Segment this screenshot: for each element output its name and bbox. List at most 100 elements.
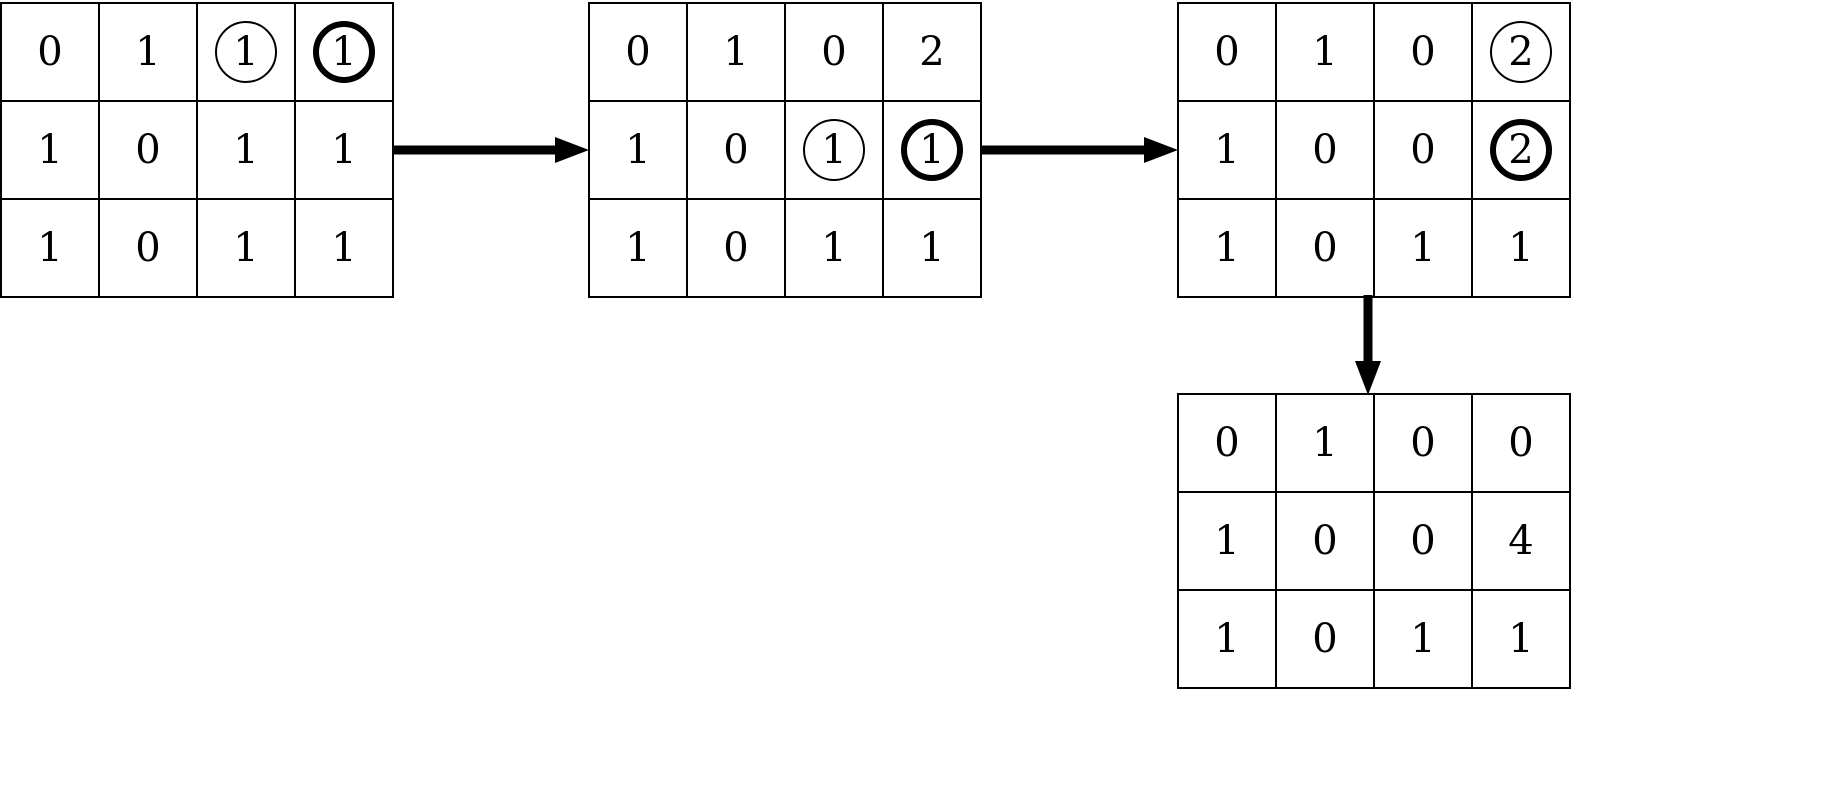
cell-value: 1 <box>1214 518 1240 564</box>
cell-r3c1: 1 <box>588 198 688 298</box>
table-row: 0 1 0 0 <box>1177 393 1571 493</box>
matrix-step-4-body: 0 1 0 0 1 0 0 4 1 0 1 1 <box>1177 393 1571 689</box>
cell-value: 0 <box>37 29 63 75</box>
cell-r2c3: 0 <box>1373 491 1473 591</box>
cell-r2c3: 1 <box>784 100 884 200</box>
matrix-step-2-body: 0 1 0 2 1 0 1 1 1 0 1 1 <box>588 2 982 298</box>
cell-r3c3: 1 <box>1373 198 1473 298</box>
table-row: 1 0 1 1 <box>1177 198 1571 298</box>
cell-value: 1 <box>1214 225 1240 271</box>
cell-r3c4: 1 <box>294 198 394 298</box>
table-row: 0 1 0 2 <box>588 2 982 102</box>
thin-circle-icon: 1 <box>803 119 865 181</box>
table-row: 1 0 1 1 <box>1177 589 1571 689</box>
cell-value: 1 <box>1214 127 1240 173</box>
thin-circle-icon: 1 <box>215 21 277 83</box>
cell-r3c2: 0 <box>1275 198 1375 298</box>
cell-value: 1 <box>625 225 651 271</box>
bold-circle-icon: 1 <box>313 21 375 83</box>
cell-value: 0 <box>1410 420 1436 466</box>
cell-value: 0 <box>1312 225 1338 271</box>
cell-value: 0 <box>1410 518 1436 564</box>
cell-r3c2: 0 <box>686 198 786 298</box>
cell-r2c1: 1 <box>1177 100 1277 200</box>
table-row: 1 0 0 2 <box>1177 100 1571 200</box>
cell-r2c2: 0 <box>1275 491 1375 591</box>
arrow-step3-to-step4 <box>1355 295 1381 395</box>
cell-value: 1 <box>233 127 259 173</box>
bold-circle-icon: 2 <box>1490 119 1552 181</box>
cell-value: 1 <box>1508 225 1534 271</box>
cell-value: 0 <box>821 29 847 75</box>
cell-r2c1: 1 <box>1177 491 1277 591</box>
cell-r1c2: 1 <box>1275 2 1375 102</box>
cell-r3c2: 0 <box>98 198 198 298</box>
table-row: 0 1 1 1 <box>0 2 394 102</box>
cell-value: 1 <box>821 127 847 173</box>
table-row: 1 0 1 1 <box>588 198 982 298</box>
cell-r3c3: 1 <box>196 198 296 298</box>
cell-value: 1 <box>1312 29 1338 75</box>
cell-r2c4: 2 <box>1471 100 1571 200</box>
matrix-step-2: 0 1 0 2 1 0 1 1 1 0 1 1 <box>588 2 982 298</box>
cell-value: 4 <box>1508 518 1534 564</box>
table-row: 0 1 0 2 <box>1177 2 1571 102</box>
cell-value: 1 <box>37 127 63 173</box>
table-row: 1 0 1 1 <box>588 100 982 200</box>
cell-value: 1 <box>135 29 161 75</box>
cell-value: 0 <box>1312 127 1338 173</box>
cell-r1c1: 0 <box>1177 2 1277 102</box>
cell-value: 1 <box>919 225 945 271</box>
cell-r2c1: 1 <box>0 100 100 200</box>
cell-r3c3: 1 <box>784 198 884 298</box>
cell-value: 1 <box>723 29 749 75</box>
cell-r2c2: 0 <box>686 100 786 200</box>
bold-circle-icon: 1 <box>901 119 963 181</box>
cell-r2c3: 1 <box>196 100 296 200</box>
table-row: 1 0 1 1 <box>0 198 394 298</box>
arrow-step1-to-step2 <box>393 137 589 163</box>
cell-value: 1 <box>233 29 259 75</box>
cell-value: 0 <box>625 29 651 75</box>
cell-value: 1 <box>331 225 357 271</box>
cell-r1c4: 2 <box>882 2 982 102</box>
cell-r3c3: 1 <box>1373 589 1473 689</box>
cell-value: 0 <box>1508 420 1534 466</box>
cell-value: 1 <box>1508 616 1534 662</box>
cell-value: 1 <box>1214 616 1240 662</box>
cell-value: 0 <box>723 225 749 271</box>
cell-value: 0 <box>135 127 161 173</box>
down-arrow-icon <box>1355 295 1381 395</box>
cell-r3c2: 0 <box>1275 589 1375 689</box>
cell-value: 2 <box>1508 29 1534 75</box>
cell-r3c1: 1 <box>1177 589 1277 689</box>
cell-r1c3: 0 <box>784 2 884 102</box>
cell-r3c4: 1 <box>1471 198 1571 298</box>
arrow-step2-to-step3 <box>982 137 1178 163</box>
cell-r1c3: 0 <box>1373 2 1473 102</box>
cell-r2c4: 4 <box>1471 491 1571 591</box>
cell-value: 2 <box>919 29 945 75</box>
matrix-step-1: 0 1 1 1 1 0 1 1 1 0 1 1 <box>0 2 394 298</box>
cell-r2c1: 1 <box>588 100 688 200</box>
cell-value: 0 <box>1312 518 1338 564</box>
cell-value: 2 <box>1508 127 1534 173</box>
cell-r1c2: 1 <box>98 2 198 102</box>
cell-value: 0 <box>135 225 161 271</box>
cell-r3c1: 1 <box>1177 198 1277 298</box>
cell-value: 1 <box>1410 225 1436 271</box>
cell-r2c4: 1 <box>294 100 394 200</box>
matrix-step-3-body: 0 1 0 2 1 0 0 2 1 0 1 1 <box>1177 2 1571 298</box>
cell-value: 1 <box>625 127 651 173</box>
cell-r1c1: 0 <box>0 2 100 102</box>
cell-r1c1: 0 <box>588 2 688 102</box>
matrix-step-4: 0 1 0 0 1 0 0 4 1 0 1 1 <box>1177 393 1571 689</box>
cell-r3c4: 1 <box>1471 589 1571 689</box>
cell-r3c4: 1 <box>882 198 982 298</box>
cell-value: 1 <box>331 29 357 75</box>
thin-circle-icon: 2 <box>1490 21 1552 83</box>
cell-value: 1 <box>919 127 945 173</box>
table-row: 1 0 1 1 <box>0 100 394 200</box>
right-arrow-icon <box>393 137 589 163</box>
